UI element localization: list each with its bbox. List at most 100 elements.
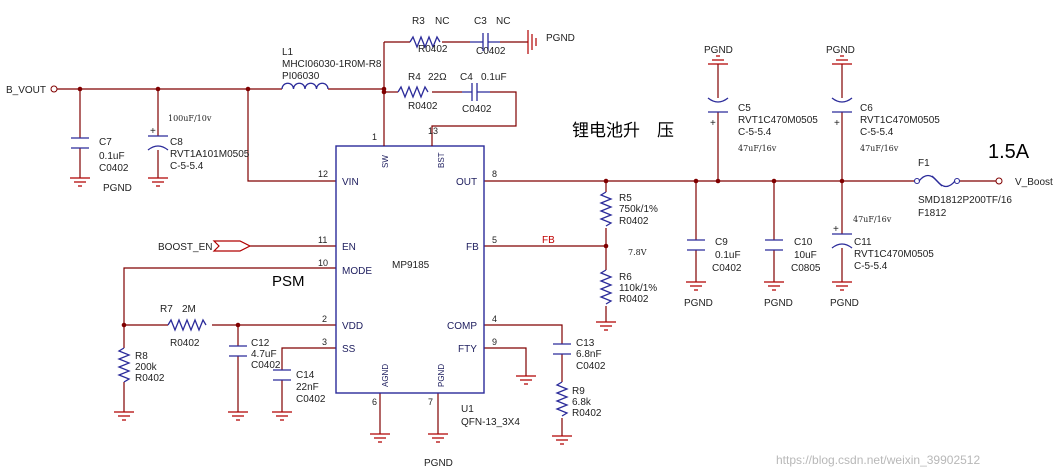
r9-package: R0402 (572, 408, 602, 419)
pin-vdd-label: VDD (342, 321, 363, 332)
resistor-r6[interactable]: R6 110k/1% R0402 (599, 269, 657, 305)
capacitor-c13[interactable]: C13 6.8nF C0402 (553, 338, 606, 372)
c8-note: 100uF/10v (168, 114, 212, 123)
pin-agnd-label: AGND (381, 364, 390, 387)
f1-value: SMD1812P200TF/16 (918, 195, 1012, 206)
r7-package: R0402 (170, 338, 200, 349)
pgnd-symbol-c9 (686, 281, 706, 291)
pgnd-symbol-agnd (370, 433, 390, 443)
c7-value: 0.1uF (99, 151, 125, 162)
capacitor-c9[interactable]: C9 0.1uF C0402 (687, 237, 742, 274)
c5-plus: + (710, 118, 716, 129)
pin-en-num: 11 (318, 235, 327, 245)
c8-plus: + (150, 126, 156, 137)
capacitor-c14[interactable]: C14 22nF C0402 (273, 369, 326, 405)
r7-ref: R7 (160, 304, 173, 315)
capacitor-c5[interactable]: + C5 RVT1C470M0505 C-5-5.4 47uF/16v (707, 97, 818, 153)
c6-plus: + (834, 118, 840, 129)
resistor-r9[interactable]: R9 6.8k R0402 (555, 381, 602, 419)
capacitor-c8[interactable]: + 100uF/10v C8 RVT1A101M0505 C-5-5.4 (147, 114, 250, 172)
ic-mp9185[interactable]: MP9185 U1 QFN-13_3X4 1 SW 13 BST 12 VIN … (318, 126, 520, 428)
r6-package: R0402 (619, 294, 649, 305)
c6-ref: C6 (860, 103, 873, 114)
resistor-r4[interactable]: R4 22Ω R0402 (397, 72, 447, 112)
psm-label: PSM (272, 273, 305, 290)
pin-fty-label: FTY (458, 344, 477, 355)
capacitor-c6[interactable]: + C6 RVT1C470M0505 C-5-5.4 47uF/16v (831, 97, 940, 153)
pgnd-symbol-r6 (596, 321, 616, 331)
pgnd-symbol-c8 (148, 177, 168, 187)
pgnd-symbol-c10 (764, 281, 784, 291)
pgnd-symbol-c3: PGND (527, 30, 575, 54)
l1-value: MHCI06030-1R0M-R8 (282, 59, 382, 70)
c3-package: C0402 (476, 46, 506, 57)
current-rating-label: 1.5A (988, 141, 1030, 163)
c6-note: 47uF/16v (860, 144, 899, 153)
r5-value: 750k/1% (619, 204, 658, 215)
pin-sw-label: SW (381, 155, 390, 168)
pin-mode-label: MODE (342, 266, 372, 277)
r4-ref: R4 (408, 72, 421, 83)
pgnd-label: PGND (704, 45, 733, 56)
resistor-r7[interactable]: R7 2M R0402 (160, 304, 207, 349)
c8-ref: C8 (170, 137, 183, 148)
resistor-r5[interactable]: R5 750k/1% R0402 (599, 191, 658, 227)
r5-package: R0402 (619, 216, 649, 227)
pin-vin-num: 12 (318, 169, 328, 179)
pin-bst-label: BST (437, 152, 446, 168)
net-v-boost[interactable]: V_Boost (995, 177, 1053, 188)
c10-value: 10uF (794, 250, 817, 261)
r3-package: R0402 (418, 44, 448, 55)
pin-ss-label: SS (342, 344, 356, 355)
c5-ref: C5 (738, 103, 751, 114)
pgnd-symbol-c14 (272, 411, 292, 421)
capacitor-c12[interactable]: C12 4.7uF C0402 (229, 338, 281, 371)
pgnd-symbol-c7 (70, 177, 90, 187)
c5-package: C-5-5.4 (738, 127, 772, 138)
c14-value: 22nF (296, 382, 319, 393)
ic-ref: U1 (461, 404, 474, 415)
v-boost-label: V_Boost (1015, 177, 1053, 188)
pin-out-num: 8 (492, 169, 497, 179)
capacitor-c3[interactable]: C3 NC C0402 (470, 16, 510, 57)
capacitor-c10[interactable]: C10 10uF C0805 (765, 237, 821, 274)
c11-plus: + (833, 224, 839, 235)
pin-bst-num: 13 (428, 126, 438, 136)
resistor-r3[interactable]: R3 NC R0402 (409, 16, 449, 55)
pgnd-label: PGND (826, 45, 855, 56)
ic-package: QFN-13_3X4 (461, 417, 520, 428)
r8-ref: R8 (135, 351, 148, 362)
capacitor-c4[interactable]: C4 0.1uF C0402 (460, 72, 507, 115)
pin-fb-num: 5 (492, 235, 497, 245)
net-boost-en[interactable]: BOOST_EN (158, 240, 252, 253)
c14-package: C0402 (296, 394, 326, 405)
c11-ref: C11 (854, 237, 872, 248)
resistor-r8[interactable]: R8 200k R0402 (117, 347, 165, 384)
c12-value: 4.7uF (251, 349, 277, 360)
c3-ref: C3 (474, 16, 487, 27)
pin-pgnd-num: 7 (428, 397, 433, 407)
pgnd-symbol-r8 (114, 411, 134, 421)
r9-ref: R9 (572, 386, 585, 397)
f1-ref: F1 (918, 158, 930, 169)
c11-value: RVT1C470M0505 (854, 249, 934, 260)
c4-package: C0402 (462, 104, 492, 115)
r4-package: R0402 (408, 101, 438, 112)
c14-ref: C14 (296, 370, 315, 381)
inductor-l1[interactable]: L1 MHCI06030-1R0M-R8 PI06030 (281, 47, 382, 90)
c8-package: C-5-5.4 (170, 161, 204, 172)
c4-ref: C4 (460, 72, 473, 83)
c6-value: RVT1C470M0505 (860, 115, 940, 126)
fuse-f1[interactable]: F1 SMD1812P200TF/16 F1812 (913, 158, 1013, 219)
pgnd-label: PGND (424, 458, 453, 469)
r4-value: 22Ω (428, 72, 447, 83)
pin-ss-num: 3 (322, 337, 327, 347)
capacitor-c7[interactable]: C7 0.1uF C0402 (71, 137, 129, 174)
r3-value: NC (435, 16, 449, 27)
net-b-vout[interactable]: B_VOUT (6, 85, 58, 96)
r6-ref: R6 (619, 272, 632, 283)
ic-name: MP9185 (392, 260, 430, 271)
pgnd-symbol-c11 (832, 281, 852, 291)
capacitor-c11[interactable]: + 47uF/16v C11 RVT1C470M0505 C-5-5.4 (831, 215, 934, 272)
